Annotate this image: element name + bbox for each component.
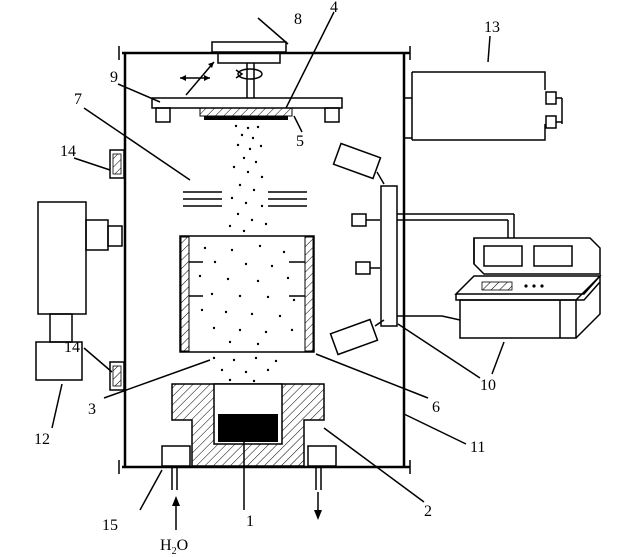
heat-shield-cylinder: [179, 235, 315, 353]
shutter: [183, 191, 307, 207]
vapor-plume: [198, 124, 296, 383]
power-supply: [403, 68, 563, 141]
ion-source-lower: [329, 318, 385, 356]
label-2: 2: [424, 503, 432, 520]
rotation-drive: [180, 41, 287, 98]
label-13: 13: [484, 19, 500, 36]
water-label-o: O: [177, 537, 189, 554]
viewport-upper: [109, 149, 125, 179]
label-7: 7: [74, 91, 82, 108]
label-1: 1: [246, 513, 254, 530]
part-labels: 8 4 13 9 7 5 14 14 3 6 10 11 12 2 1 15 H…: [34, 0, 500, 557]
label-6: 6: [432, 399, 440, 416]
label-3: 3: [88, 401, 96, 418]
leader-lines: [51, 11, 505, 511]
vacuum-pump: [35, 201, 123, 381]
sensor-boxes: [351, 213, 380, 275]
label-10: 10: [480, 377, 496, 394]
feedthrough-panel: [380, 185, 398, 327]
label-5: 5: [296, 133, 304, 150]
label-12: 12: [34, 431, 50, 448]
ion-source-upper: [332, 142, 385, 185]
water-cooling-pipes: [171, 467, 322, 530]
label-9: 9: [110, 69, 118, 86]
label-8: 8: [294, 11, 302, 28]
label-15: 15: [102, 517, 118, 534]
water-label-sub: 2: [172, 546, 177, 557]
water-label: H2O: [160, 537, 188, 557]
water-label-h: H: [160, 537, 172, 554]
viewport-lower: [109, 361, 125, 391]
label-4: 4: [330, 0, 338, 16]
label-14-lower: 14: [64, 339, 80, 356]
control-console: [397, 213, 602, 339]
crucible: [161, 383, 337, 467]
substrate-holder: [151, 97, 343, 123]
label-14-upper: 14: [60, 143, 76, 160]
label-11: 11: [470, 439, 485, 456]
